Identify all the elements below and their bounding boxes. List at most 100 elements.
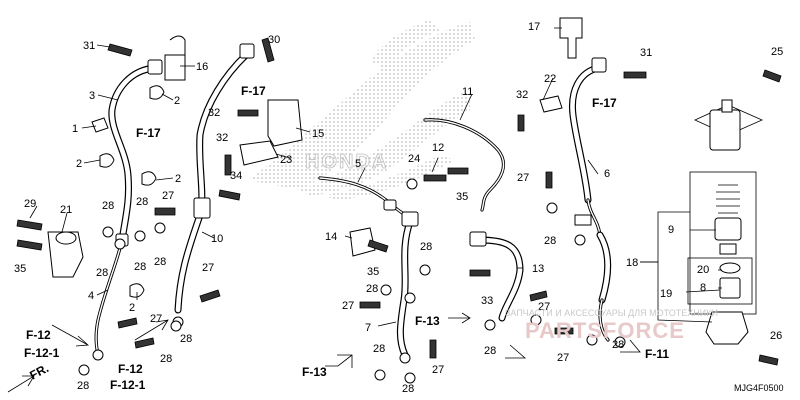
callout-9: 9 bbox=[668, 224, 674, 236]
left-bolts bbox=[16, 37, 275, 376]
section-references: F-17 F-17 F-17 F-12 F-12-1 F-12 F-12-1 F… bbox=[24, 84, 669, 392]
svg-text:HONDA: HONDA bbox=[305, 151, 388, 173]
callout-16: 16 bbox=[196, 61, 208, 73]
hose-6-upper-fitting bbox=[591, 57, 607, 73]
ref-front-arrow: FR. bbox=[27, 361, 51, 382]
valve-port bbox=[721, 99, 733, 113]
bolt-icon bbox=[154, 207, 176, 216]
left-brake-hose-assembly bbox=[47, 35, 303, 361]
callout-28: 28 bbox=[102, 200, 114, 212]
reference-arrows bbox=[7, 312, 641, 393]
callout-4: 4 bbox=[88, 290, 94, 302]
callout-27: 27 bbox=[517, 172, 529, 184]
ref-f12-1: F-12-1 bbox=[110, 378, 146, 392]
callout-28: 28 bbox=[420, 241, 432, 253]
hose-stay-14 bbox=[349, 227, 376, 257]
honda-wing-logo: HONDA bbox=[248, 20, 475, 200]
valve-cap-8 bbox=[719, 277, 741, 299]
callout-26: 26 bbox=[770, 330, 782, 342]
callout-31: 31 bbox=[83, 40, 95, 52]
bolt-icon bbox=[554, 327, 574, 335]
bolt-icon bbox=[224, 154, 232, 176]
clamp-icon bbox=[141, 171, 157, 186]
callout-31: 31 bbox=[640, 47, 652, 59]
callout-2: 2 bbox=[174, 95, 180, 107]
callout-28: 28 bbox=[96, 267, 108, 279]
ref-f17: F-17 bbox=[241, 84, 266, 98]
ref-f12-1: F-12-1 bbox=[24, 346, 60, 360]
callout-2: 2 bbox=[129, 302, 135, 314]
ref-f12: F-12 bbox=[118, 362, 143, 376]
callout-28: 28 bbox=[373, 343, 385, 355]
sealing-washer-icon bbox=[484, 319, 496, 331]
valve-body bbox=[709, 109, 741, 151]
hose-clip-icon bbox=[91, 117, 109, 133]
valve-assembly bbox=[687, 69, 782, 366]
valve-piston bbox=[714, 217, 742, 241]
callout-28: 28 bbox=[366, 283, 378, 295]
hose-stay-17 bbox=[559, 17, 583, 59]
sealing-washer-icon bbox=[154, 222, 166, 234]
callout-7: 7 bbox=[365, 322, 371, 334]
clamp-icon bbox=[149, 85, 165, 100]
right-bolts bbox=[517, 71, 647, 348]
watermark-text: ЗАПЧАСТИ И АКСЕССУАРЫ ДЛЯ МОТОТЕХНИКИ bbox=[505, 308, 718, 318]
stay-bracket-16 bbox=[164, 35, 186, 81]
callout-14: 14 bbox=[325, 231, 337, 243]
bolt-icon bbox=[758, 354, 779, 366]
bolt-icon bbox=[16, 239, 43, 251]
callout-28: 28 bbox=[160, 353, 172, 365]
callout-2: 2 bbox=[175, 173, 181, 185]
callout-27: 27 bbox=[342, 300, 354, 312]
callout-15: 15 bbox=[312, 128, 324, 140]
bolt-icon bbox=[367, 239, 389, 253]
callout-2: 2 bbox=[76, 158, 82, 170]
callout-21: 21 bbox=[60, 204, 72, 216]
hose-10-upper-fitting bbox=[239, 43, 255, 59]
hose-joint-block bbox=[193, 197, 211, 219]
callout-28: 28 bbox=[180, 333, 192, 345]
bolt-icon bbox=[469, 269, 491, 277]
sealing-washer-icon bbox=[574, 234, 586, 246]
callout-27: 27 bbox=[557, 352, 569, 364]
joint-block-13 bbox=[469, 231, 487, 247]
callout-5: 5 bbox=[355, 158, 361, 170]
hose-7-end-fitting bbox=[399, 352, 411, 364]
center-bolts bbox=[359, 167, 548, 384]
callout-28: 28 bbox=[544, 235, 556, 247]
sealing-washer-icon bbox=[102, 226, 114, 238]
bolt-icon bbox=[218, 189, 241, 201]
callout-27: 27 bbox=[432, 364, 444, 376]
banjo-fitting bbox=[55, 231, 77, 245]
callout-25: 25 bbox=[771, 46, 783, 58]
callout-23: 23 bbox=[280, 154, 292, 166]
callout-19: 19 bbox=[660, 288, 672, 300]
callout-27: 27 bbox=[150, 313, 162, 325]
pipe-4-end-fitting bbox=[92, 349, 104, 361]
bolt-icon bbox=[199, 289, 221, 303]
bolt-icon bbox=[545, 171, 553, 189]
ref-f13: F-13 bbox=[415, 314, 440, 328]
valve-lower-body bbox=[705, 311, 749, 345]
diagram-code: MJG4F0500 bbox=[734, 383, 784, 393]
callout-29: 29 bbox=[24, 198, 36, 210]
bolt-icon bbox=[429, 339, 437, 359]
bolt-icon bbox=[529, 290, 548, 302]
watermark-brand: PARTSFORCE bbox=[525, 318, 685, 343]
bolt-icon bbox=[359, 301, 381, 309]
sealing-washer-icon bbox=[114, 238, 126, 250]
callout-20: 20 bbox=[697, 264, 709, 276]
callout-35: 35 bbox=[367, 266, 379, 278]
bolt-icon bbox=[423, 174, 447, 182]
leader-lines bbox=[29, 27, 722, 327]
bolt-icon bbox=[261, 37, 275, 63]
callout-32: 32 bbox=[208, 107, 220, 119]
bolt-icon bbox=[237, 109, 259, 117]
callout-28: 28 bbox=[136, 196, 148, 208]
clamp-icon bbox=[129, 283, 145, 298]
bolt-icon bbox=[117, 317, 138, 329]
callout-32: 32 bbox=[216, 132, 228, 144]
joint-block-7 bbox=[401, 211, 419, 227]
o-ring-20 bbox=[719, 262, 741, 274]
